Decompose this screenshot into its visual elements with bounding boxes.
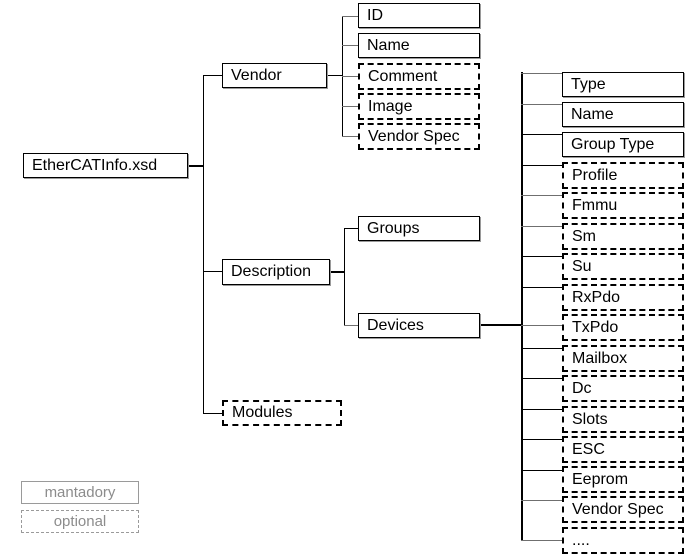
- connector-device-child-10: [521, 378, 563, 379]
- node-device-fmmu[interactable]: Fmmu: [562, 192, 684, 219]
- node-devices[interactable]: Devices: [358, 313, 480, 338]
- node-root-ethercatinfo-xsd[interactable]: EtherCATInfo.xsd: [23, 153, 188, 178]
- node-label: Vendor Spec: [572, 500, 664, 518]
- connector-device-child-14: [521, 500, 563, 501]
- node-label: Devices: [367, 316, 424, 334]
- connector-vendor-child-1: [342, 45, 359, 46]
- node-label: Eeprom: [572, 470, 629, 488]
- node-label: EtherCATInfo.xsd: [32, 156, 158, 174]
- node-label: Description: [231, 263, 312, 280]
- legend-label: mantadory: [44, 484, 116, 501]
- connector-device-child-11: [521, 409, 563, 410]
- node-label: Dc: [572, 379, 592, 397]
- connector-devices-stub: [480, 324, 522, 326]
- connector-root-stub: [188, 165, 204, 167]
- node-label: ESC: [572, 440, 605, 458]
- legend-item-mandatory: mantadory: [21, 481, 139, 504]
- connector-device-child-7: [521, 287, 563, 288]
- node-device-txpdo[interactable]: TxPdo: [562, 314, 684, 341]
- node-device-sm[interactable]: Sm: [562, 223, 684, 250]
- connector-device-child-2: [521, 134, 563, 135]
- connector-device-child-5: [521, 226, 563, 227]
- node-device-mailbox[interactable]: Mailbox: [562, 345, 684, 372]
- node-label: RxPdo: [572, 288, 621, 306]
- node-label: Slots: [572, 410, 608, 428]
- node-vendor[interactable]: Vendor: [222, 63, 327, 88]
- connector-to-description: [203, 271, 223, 272]
- connector-to-vendor: [203, 75, 223, 76]
- connector-device-child-0: [521, 73, 563, 74]
- node-label: ....: [572, 531, 590, 549]
- connector-device-child-4: [521, 195, 563, 196]
- connector-device-child-15: [521, 540, 563, 541]
- node-label: Groups: [367, 219, 420, 237]
- node-device-eeprom[interactable]: Eeprom: [562, 466, 684, 493]
- node-device-rxpdo[interactable]: RxPdo: [562, 284, 684, 311]
- node-label: Modules: [232, 404, 293, 421]
- node-label: Group Type: [571, 135, 655, 153]
- node-vendor-id[interactable]: ID: [358, 3, 480, 28]
- connector-vendor-child-4: [342, 136, 359, 137]
- connector-vendor-stub: [327, 75, 343, 76]
- node-device-vendor-spec[interactable]: Vendor Spec: [562, 496, 684, 523]
- legend-label: optional: [53, 513, 107, 530]
- node-label: Type: [571, 75, 606, 93]
- node-device-slots[interactable]: Slots: [562, 406, 684, 433]
- node-device-profile[interactable]: Profile: [562, 162, 684, 189]
- node-label: Fmmu: [572, 196, 618, 214]
- legend-item-optional: optional: [21, 510, 139, 533]
- node-label: Sm: [572, 227, 596, 245]
- connector-to-modules: [203, 413, 223, 414]
- node-vendor-vendor-spec[interactable]: Vendor Spec: [358, 123, 480, 150]
- connector-to-devices: [344, 325, 359, 326]
- node-device-name[interactable]: Name: [562, 102, 684, 127]
- connector-devices-trunk: [521, 72, 523, 541]
- node-groups[interactable]: Groups: [358, 216, 480, 241]
- node-device-type[interactable]: Type: [562, 72, 684, 97]
- connector-device-child-8: [521, 325, 563, 326]
- node-device-dc[interactable]: Dc: [562, 375, 684, 402]
- connector-vendor-child-0: [342, 16, 359, 17]
- connector-vendor-child-3: [342, 106, 359, 107]
- connector-device-child-3: [521, 165, 563, 166]
- node-label: TxPdo: [572, 318, 619, 336]
- node-description[interactable]: Description: [222, 259, 330, 285]
- connector-vendor-child-2: [342, 76, 359, 77]
- connector-device-child-13: [521, 470, 563, 471]
- node-device-su[interactable]: Su: [562, 253, 684, 280]
- node-label: Vendor: [231, 66, 282, 84]
- node-label: Profile: [572, 166, 618, 184]
- node-device-esc[interactable]: ESC: [562, 436, 684, 463]
- connector-to-groups: [344, 228, 359, 229]
- connector-device-child-12: [521, 439, 563, 440]
- connector-device-child-1: [521, 104, 563, 105]
- connector-description-trunk: [344, 228, 345, 326]
- node-label: Mailbox: [572, 349, 628, 367]
- node-device-more[interactable]: ....: [562, 527, 684, 554]
- node-label: Comment: [368, 67, 438, 85]
- node-vendor-image[interactable]: Image: [358, 93, 480, 120]
- node-label: Vendor Spec: [368, 127, 460, 145]
- connector-main-trunk: [203, 75, 204, 414]
- node-modules[interactable]: Modules: [222, 400, 342, 426]
- node-vendor-name[interactable]: Name: [358, 33, 480, 58]
- node-label: Image: [368, 97, 413, 115]
- connector-device-child-9: [521, 348, 563, 349]
- node-device-group-type[interactable]: Group Type: [562, 132, 684, 157]
- node-label: Name: [367, 36, 410, 54]
- node-label: Su: [572, 257, 592, 275]
- node-label: Name: [571, 105, 614, 123]
- node-label: ID: [367, 6, 383, 24]
- connector-description-stub: [330, 271, 344, 273]
- connector-device-child-6: [521, 256, 563, 257]
- node-vendor-comment[interactable]: Comment: [358, 63, 480, 90]
